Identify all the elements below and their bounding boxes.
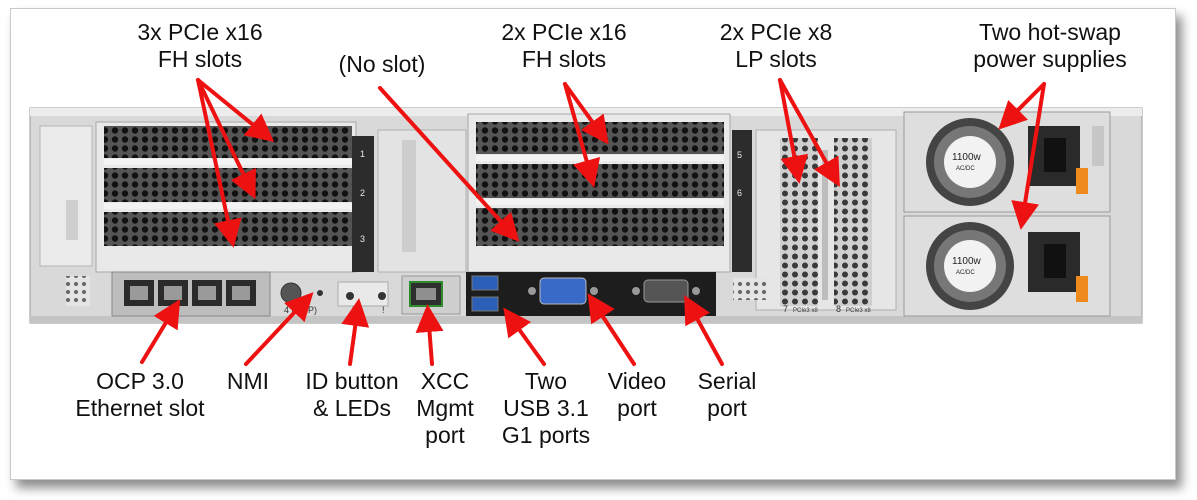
callout-video: Video port (600, 368, 674, 422)
xcc-mgmt-port[interactable] (409, 281, 443, 307)
callout-pcie-x16-mid-line1: 2x PCIe x16 (501, 19, 627, 45)
arrow-video (587, 293, 636, 366)
callout-psu-line2: power supplies (973, 46, 1127, 72)
psu-1-release-latch[interactable] (1076, 168, 1088, 194)
callout-pcie-x8: 2x PCIe x8 LP slots (696, 19, 856, 73)
arrow-xcc (415, 304, 444, 366)
callout-nmi-line1: NMI (226, 368, 270, 394)
callout-video-line1: Video (607, 368, 667, 394)
usb-port-1[interactable] (471, 275, 499, 291)
callout-pcie-x16-left-line2: FH slots (157, 46, 243, 72)
arrow-psu-1 (998, 82, 1046, 130)
callout-video-line2: port (617, 395, 657, 421)
slot-1-number: 1 (360, 149, 365, 159)
arrow-id-button (341, 298, 370, 366)
psu-2-type: AC/DC (956, 270, 975, 276)
arrow-pcie-slot-2 (196, 78, 256, 200)
arrow-psu-2 (1011, 82, 1046, 230)
slot-3-number: 3 (360, 234, 365, 244)
psu-2-release-latch[interactable] (1076, 276, 1088, 302)
alert-label: ! (382, 305, 385, 315)
callout-serial-line1: Serial (697, 368, 757, 394)
psu-1-wattage: 1100w (952, 152, 982, 163)
slot-7-number: 7 (783, 304, 788, 314)
callout-usb-line3: G1 ports (501, 422, 591, 448)
callout-xcc: XCC Mgmt port (406, 368, 484, 449)
slot-5-number: 5 (737, 150, 742, 160)
arrow-pcie-slot-5 (563, 82, 601, 188)
no-slot-area (377, 129, 467, 273)
callout-pcie-x16-mid: 2x PCIe x16 FH slots (476, 19, 652, 73)
callout-no-slot: (No slot) (318, 51, 446, 78)
left-bracket (39, 125, 93, 306)
callout-usb: Two USB 3.1 G1 ports (488, 368, 604, 449)
arrow-pcie-slot-8 (778, 78, 840, 187)
callout-xcc-line2: Mgmt (416, 395, 474, 421)
callout-serial: Serial port (686, 368, 768, 422)
callout-ocp: OCP 3.0 Ethernet slot (58, 368, 222, 422)
callout-pcie-x16-left: 3x PCIe x16 FH slots (110, 19, 290, 73)
psu-1-type: AC/DC (956, 166, 975, 172)
io-panel: 4 (OCP) ID ! (111, 271, 716, 317)
id-button[interactable] (346, 292, 354, 300)
ocp-ethernet-ports (124, 280, 256, 306)
pcie-slot-7 (780, 138, 818, 306)
arrow-pcie-slot-1 (196, 78, 275, 143)
callout-id-button: ID button & LEDs (292, 368, 412, 422)
arrow-ocp (140, 299, 181, 364)
callout-usb-line1: Two (524, 368, 568, 394)
arrow-pcie-slot-7 (778, 78, 809, 184)
callout-pcie-x8-line1: 2x PCIe x8 (719, 19, 833, 45)
callout-id-button-line1: ID button (305, 368, 399, 394)
callout-nmi: NMI (218, 368, 278, 395)
slot-6-number: 6 (737, 188, 742, 198)
power-supply-1: 1100w AC/DC (903, 111, 1111, 213)
slot-8-speed: PCIe3 x8 (846, 308, 871, 314)
slot-2-number: 2 (360, 188, 365, 198)
callout-pcie-x8-line2: LP slots (735, 46, 817, 72)
psu-2-wattage: 1100w (952, 256, 982, 267)
riser-1-slots: 1 2 3 (95, 121, 374, 273)
callout-psu-line1: Two hot-swap (979, 19, 1121, 45)
pcie-slot-2 (104, 168, 352, 202)
callout-arrows (140, 78, 1046, 366)
callout-ocp-line1: OCP 3.0 (96, 368, 184, 394)
callout-usb-line2: USB 3.1 (503, 395, 589, 421)
pcie-slot-6 (476, 208, 724, 246)
arrow-usb (503, 307, 546, 366)
power-supply-2: 1100w AC/DC (903, 215, 1111, 317)
pcie-slot-5 (476, 164, 724, 198)
callout-pcie-x16-mid-line2: FH slots (521, 46, 607, 72)
arrow-nmi (244, 292, 314, 366)
usb-port-2[interactable] (471, 296, 499, 312)
callout-pcie-x16-left-line1: 3x PCIe x16 (137, 19, 263, 45)
lp-slots: 7 PCIe3 x8 8 PCIe3 x8 (733, 129, 897, 314)
pcie-slot-8 (834, 138, 872, 306)
pcie-slot-4 (476, 122, 724, 154)
callout-no-slot-line1: (No slot) (338, 51, 426, 77)
slot-8-number: 8 (836, 304, 841, 314)
callout-ocp-line2: Ethernet slot (75, 395, 205, 421)
callout-xcc-line3: port (425, 422, 465, 448)
callout-serial-line2: port (707, 395, 747, 421)
serial-port[interactable] (643, 279, 689, 303)
arrow-pcie-slot-4 (563, 82, 609, 145)
alert-led (378, 292, 386, 300)
callout-id-button-line2: & LEDs (313, 395, 391, 421)
callout-xcc-line1: XCC (420, 368, 470, 394)
slot-7-speed: PCIe3 x8 (793, 308, 818, 314)
arrow-no-slot (378, 86, 520, 242)
riser-2-slots: 5 6 (467, 113, 752, 273)
callout-psu: Two hot-swap power supplies (950, 19, 1150, 73)
arrow-serial (684, 294, 724, 366)
nmi-button[interactable] (280, 282, 302, 304)
arrow-pcie-slot-3 (196, 78, 242, 248)
video-port[interactable] (539, 277, 587, 305)
